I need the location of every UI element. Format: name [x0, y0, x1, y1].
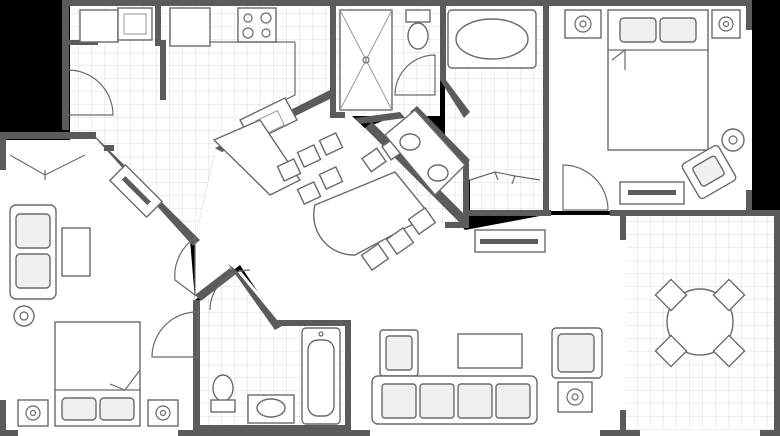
door-swing-icon	[67, 69, 114, 116]
chair-icon	[654, 334, 688, 368]
bathtub-icon	[447, 9, 537, 69]
lamp-icon	[711, 9, 741, 39]
chair-icon	[407, 206, 437, 236]
bed-icon	[607, 9, 709, 151]
shower-icon	[339, 9, 393, 111]
second-bath-fixtures	[209, 269, 341, 425]
balcony-fixtures	[654, 278, 746, 368]
sofa-icon	[9, 204, 57, 300]
chair-icon	[712, 334, 746, 368]
sofa-icon	[371, 375, 538, 425]
armchair-icon	[681, 144, 737, 200]
entertainment-center	[474, 229, 546, 253]
table-icon	[313, 171, 432, 256]
dresser	[108, 163, 164, 219]
toilet-icon	[210, 374, 236, 413]
vanity	[384, 109, 466, 197]
chair-icon	[296, 181, 322, 205]
lamp-icon	[147, 399, 179, 427]
lamp-icon	[564, 9, 602, 39]
table-icon	[457, 333, 523, 369]
chair-icon	[296, 144, 322, 168]
door-swing-icon	[562, 164, 609, 211]
dresser	[619, 181, 685, 205]
living-room-fixtures	[371, 229, 603, 425]
bed-icon	[54, 321, 141, 427]
sink-icon	[117, 7, 153, 41]
door-swing-icon	[209, 269, 251, 311]
chair-icon	[318, 166, 344, 190]
lamp-icon	[13, 305, 35, 327]
master-bath-fixtures	[447, 9, 541, 185]
bar-stools	[276, 132, 344, 205]
door-swing-icon	[394, 54, 436, 96]
kitchen-fixtures	[67, 7, 302, 196]
second-bedroom-fixtures	[9, 154, 199, 427]
lamp-icon	[557, 381, 593, 413]
chair-icon	[385, 226, 415, 256]
master-bedroom-fixtures	[562, 9, 745, 211]
sink-icon	[247, 394, 295, 424]
toilet-icon	[405, 9, 431, 50]
chair-icon	[654, 278, 688, 312]
shower-room-fixtures	[339, 9, 436, 111]
stove-icon	[237, 7, 277, 43]
table-icon	[666, 288, 734, 356]
chair-icon	[712, 278, 746, 312]
door-swing-icon	[151, 311, 199, 358]
chair-icon	[360, 242, 390, 272]
armchair-icon	[379, 329, 419, 377]
bathtub-icon	[301, 327, 341, 425]
chair-icon	[318, 132, 344, 156]
dishwasher	[169, 7, 211, 47]
lamp-icon	[17, 399, 49, 427]
armchair-icon	[551, 327, 603, 379]
fridge	[79, 9, 119, 43]
table-icon	[61, 227, 91, 277]
sink-icon	[399, 133, 449, 182]
lamp-icon	[721, 128, 745, 152]
chair-icon	[276, 158, 302, 182]
door-swing-icon	[174, 236, 196, 297]
dining	[313, 135, 437, 272]
chair-icon	[361, 147, 387, 173]
